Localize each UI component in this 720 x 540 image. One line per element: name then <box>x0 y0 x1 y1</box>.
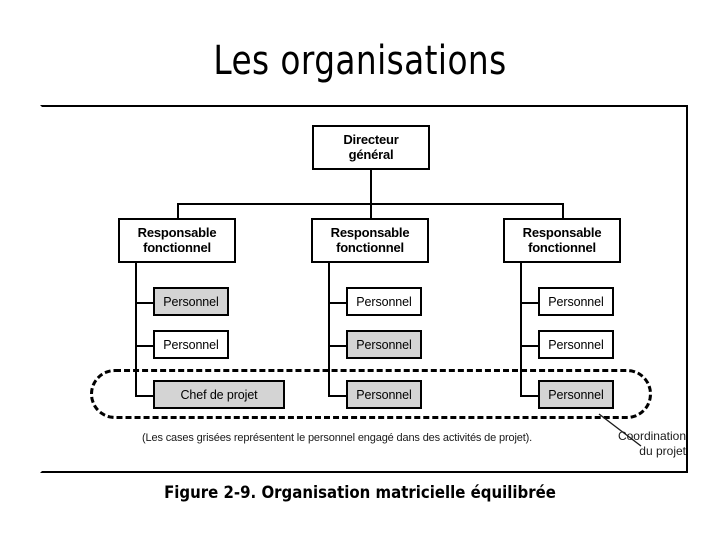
coordination-label-line1: Coordination <box>617 429 686 443</box>
org-node-personnel-c1-s2-label: Personnel <box>163 337 219 352</box>
org-node-responsable-fonctionnel-3-line1: Responsable <box>522 224 602 240</box>
org-node-personnel-c3-s1[interactable]: Personnel <box>538 287 614 316</box>
connector-stub-c1-s2 <box>135 345 155 347</box>
org-node-responsable-fonctionnel-2-line2: fonctionnel <box>336 239 404 255</box>
org-node-directeur-general-line2: général <box>348 146 394 162</box>
connector-stub-c1-s3 <box>135 395 155 397</box>
org-node-personnel-c3-s3[interactable]: Personnel <box>538 380 614 409</box>
org-node-personnel-c1-s1[interactable]: Personnel <box>153 287 229 316</box>
connector-drop-manager-2 <box>370 203 372 219</box>
org-node-responsable-fonctionnel-3[interactable]: Responsable fonctionnel <box>503 218 621 263</box>
figure-caption: Figure 2-9. Organisation matricielle équ… <box>164 483 556 503</box>
org-node-personnel-c2-s2-label: Personnel <box>356 337 412 352</box>
page-title: Les organisations <box>213 38 507 84</box>
org-node-directeur-general[interactable]: Directeur général <box>312 125 430 170</box>
org-node-responsable-fonctionnel-2[interactable]: Responsable fonctionnel <box>311 218 429 263</box>
connector-stub-c1-s1 <box>135 302 155 304</box>
coordination-label: Coordination du projet <box>602 429 686 459</box>
org-node-personnel-c3-s2[interactable]: Personnel <box>538 330 614 359</box>
org-node-chef-de-projet[interactable]: Chef de projet <box>153 380 285 409</box>
connector-stub-c2-s3 <box>328 395 348 397</box>
coordination-leader-line <box>598 413 642 447</box>
figure-frame: Directeur général Responsable fonctionne… <box>40 105 688 473</box>
org-node-chef-de-projet-label: Chef de projet <box>180 387 258 402</box>
org-node-personnel-c2-s3[interactable]: Personnel <box>346 380 422 409</box>
org-node-personnel-c3-s3-label: Personnel <box>548 387 604 402</box>
org-node-personnel-c2-s3-label: Personnel <box>356 387 412 402</box>
org-node-directeur-general-line1: Directeur <box>343 131 399 147</box>
connector-root-stem <box>370 170 372 205</box>
connector-drop-manager-1 <box>177 203 179 219</box>
org-node-personnel-c3-s1-label: Personnel <box>548 294 604 309</box>
coordination-label-line2: du projet <box>639 444 686 458</box>
connector-stub-c2-s1 <box>328 302 348 304</box>
connector-stub-c3-s3 <box>520 395 540 397</box>
org-node-responsable-fonctionnel-3-line2: fonctionnel <box>528 239 596 255</box>
org-node-personnel-c2-s2[interactable]: Personnel <box>346 330 422 359</box>
org-node-responsable-fonctionnel-1[interactable]: Responsable fonctionnel <box>118 218 236 263</box>
connector-spine-column-1 <box>135 263 137 397</box>
connector-spine-column-2 <box>328 263 330 397</box>
connector-stub-c2-s2 <box>328 345 348 347</box>
connector-spine-column-3 <box>520 263 522 397</box>
org-node-personnel-c1-s1-label: Personnel <box>163 294 219 309</box>
org-node-responsable-fonctionnel-2-line1: Responsable <box>330 224 410 240</box>
org-node-personnel-c3-s2-label: Personnel <box>548 337 604 352</box>
connector-stub-c3-s2 <box>520 345 540 347</box>
org-node-personnel-c2-s1-label: Personnel <box>356 294 412 309</box>
connector-drop-manager-3 <box>562 203 564 219</box>
org-node-personnel-c1-s2[interactable]: Personnel <box>153 330 229 359</box>
org-node-responsable-fonctionnel-1-line2: fonctionnel <box>143 239 211 255</box>
org-node-personnel-c2-s1[interactable]: Personnel <box>346 287 422 316</box>
org-node-responsable-fonctionnel-1-line1: Responsable <box>137 224 217 240</box>
connector-stub-c3-s1 <box>520 302 540 304</box>
legend-note: (Les cases grisées représentent le perso… <box>142 432 533 444</box>
